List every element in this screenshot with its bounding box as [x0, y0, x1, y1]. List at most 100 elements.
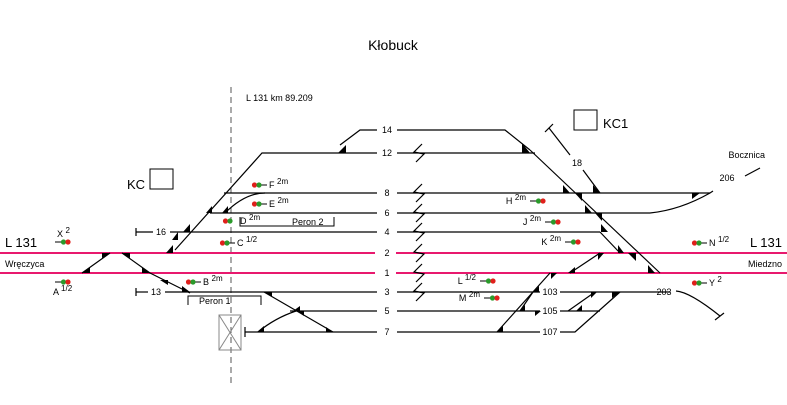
signal-lamp-green	[570, 239, 577, 245]
signal-e: E 2m	[251, 196, 289, 209]
signal-lamp-red	[65, 239, 71, 245]
track-label-203: 203	[656, 287, 671, 297]
signal-label: A 1/2	[53, 284, 73, 297]
track-label-12: 12	[382, 148, 392, 158]
track-label-16: 16	[156, 227, 166, 237]
left-direction: Wręczyca	[5, 259, 44, 269]
track-14	[339, 129, 531, 151]
signal-lamp-green	[190, 279, 196, 285]
signal-lamp-red	[575, 239, 581, 245]
track-12	[174, 152, 535, 251]
track-203	[675, 290, 725, 321]
signal-label: D 2m	[240, 213, 260, 226]
track-label-1: 1	[384, 268, 389, 278]
track-numbers: 14 12 8 6 4 2 1 3 5 7 16 13 18 103 105 1…	[151, 125, 735, 337]
track-7	[244, 291, 621, 337]
signal-lamp-green	[256, 201, 262, 207]
zigzag-icon	[412, 203, 426, 223]
control-post-kc1-box	[573, 109, 598, 131]
track-label-13: 13	[151, 287, 161, 297]
signal-lamp-red	[65, 279, 71, 285]
signal-label: K 2m	[541, 234, 561, 247]
signal-j: J 2m	[523, 214, 561, 227]
signal-x: X 2	[55, 226, 71, 245]
track-label-7: 7	[384, 327, 389, 337]
signal-lamp-green	[60, 279, 67, 285]
track-18	[544, 123, 601, 194]
signal-lamp-green	[535, 198, 542, 204]
signal-lamp-red	[251, 182, 258, 188]
track-label-8: 8	[384, 188, 389, 198]
zigzag-icon	[412, 243, 426, 263]
signal-y: Y 2	[691, 275, 722, 288]
signal-label: C 1/2	[237, 235, 258, 248]
zigzag-icon	[412, 263, 426, 283]
level-crossing-box	[218, 314, 242, 351]
signal-k: K 2m	[541, 234, 581, 247]
zigzag-icon	[412, 143, 426, 163]
signal-lamp-green	[485, 278, 492, 284]
siding-label: Bocznica	[728, 150, 765, 160]
control-post-kc-box	[149, 168, 174, 190]
signal-lamp-red	[691, 280, 698, 286]
signal-label: L 1/2	[458, 273, 477, 286]
signal-lamp-red	[219, 240, 226, 246]
signal-lamp-red	[540, 198, 546, 204]
track-label-107: 107	[542, 327, 557, 337]
signal-lamp-green	[489, 295, 496, 301]
signal-label: E 2m	[269, 196, 289, 209]
signal-lamp-green	[696, 280, 702, 286]
signal-a: A 1/2	[53, 279, 73, 297]
signals-layer: X 2 A 1/2 B 2m C 1/2 D 2m E 2m F 2m H 2m J 2mK 2…	[53, 177, 730, 303]
signal-lamp-green	[550, 219, 557, 225]
track-13-stub	[135, 288, 148, 296]
zigzag-icon	[412, 222, 426, 242]
track-label-206: 206	[719, 173, 734, 183]
signal-lamp-red	[494, 295, 500, 301]
signal-b: B 2m	[185, 274, 223, 287]
track-label-105: 105	[542, 306, 557, 316]
signal-l: L 1/2	[458, 273, 496, 286]
lower-left-crossings	[257, 291, 334, 333]
signal-lamp-red	[222, 218, 229, 224]
crossover-right-diagonal	[529, 149, 661, 274]
signal-label: Y 2	[709, 275, 722, 288]
signal-label: J 2m	[523, 214, 541, 227]
signal-label: X 2	[57, 226, 71, 239]
signal-label: B 2m	[203, 274, 223, 287]
control-post-kc1-label: KC1	[603, 116, 628, 131]
signal-lamp-red	[555, 219, 561, 225]
signal-f: F 2m	[251, 177, 288, 190]
signal-lamp-red	[691, 240, 698, 246]
track-6	[210, 192, 650, 214]
control-post-kc-label: KC	[127, 177, 145, 192]
signal-lamp-green	[227, 218, 233, 224]
signal-lamp-green	[224, 240, 230, 246]
signal-label: M 2m	[459, 290, 480, 303]
signal-d: D 2m	[222, 213, 260, 226]
zigzag-icon	[412, 282, 426, 302]
signal-label: N 1/2	[709, 235, 730, 248]
left-line-number: L 131	[5, 235, 37, 250]
track-label-2: 2	[384, 248, 389, 258]
siding-206	[649, 167, 761, 214]
right-direction: Miedzno	[748, 259, 782, 269]
signal-h: H 2m	[506, 193, 546, 206]
signal-lamp-green	[256, 182, 262, 188]
station-title: Kłobuck	[368, 37, 419, 53]
signal-lamp-green	[60, 239, 67, 245]
track-16-stub	[135, 228, 153, 236]
signal-label: H 2m	[506, 193, 526, 206]
track-label-3: 3	[384, 287, 389, 297]
signal-m: M 2m	[459, 290, 500, 303]
track-label-6: 6	[384, 208, 389, 218]
svg-text:Peron 2: Peron 2	[292, 217, 324, 227]
track-label-18: 18	[572, 158, 582, 168]
switch-frogs	[82, 143, 700, 332]
signal-lamp-green	[696, 240, 702, 246]
zigzag-icon	[412, 183, 426, 203]
signal-lamp-red	[490, 278, 496, 284]
zigzag-symbols	[412, 143, 426, 302]
km-marker: L 131 km 89.209	[246, 93, 313, 103]
